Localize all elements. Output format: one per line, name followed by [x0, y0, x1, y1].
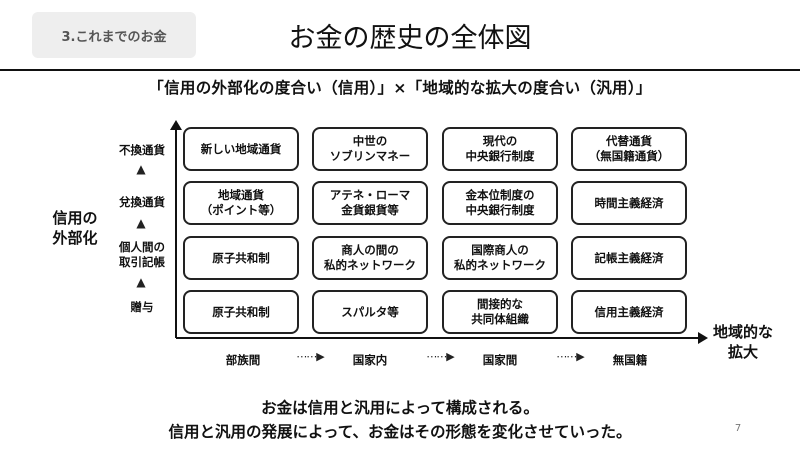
x-tick-international: 国家間 [482, 353, 518, 367]
grid-cell: 金本位制度の 中央銀行制度 [442, 181, 558, 225]
vertical-arrow-icon: ▲ [136, 275, 146, 289]
grid-cell: 間接的な 共同体組織 [442, 290, 558, 334]
summary-line-2: 信用と汎用の発展によって、お金はその形態を変化させていった。 [168, 423, 632, 441]
x-axis-label: 地域的な 拡大 [698, 322, 788, 362]
y-tick-ledger: 個人間の 取引記帳 [119, 240, 165, 269]
page-title: お金の歴史の全体図 [288, 22, 532, 54]
slide-subtitle: 「信用の外部化の度合い（信用）」×「地域的な拡大の度合い（汎用）」 [148, 79, 652, 97]
dotted-arrow-icon: ⋯⋯▶ [426, 350, 454, 363]
y-tick-convertible: 兌換通貨 [119, 195, 165, 209]
x-axis-label-line2: 拡大 [727, 343, 758, 361]
y-axis-label: 信用の 外部化 [40, 208, 110, 248]
y-axis-label-line1: 信用の [52, 209, 98, 227]
dotted-arrow-icon: ⋯⋯▶ [296, 350, 324, 363]
grid-cell: 国際商人の 私的ネットワーク [442, 236, 558, 280]
x-tick-stateless: 無国籍 [612, 353, 648, 367]
y-axis-arrowhead [170, 120, 182, 130]
y-tick-fiat: 不換通貨 [119, 143, 165, 157]
grid-cell: 時間主義経済 [571, 181, 687, 225]
grid-cell: 地域通貨 （ポイント等） [183, 181, 299, 225]
x-axis-arrowhead [698, 332, 708, 344]
grid-cell: 代替通貨 （無国籍通貨） [571, 127, 687, 171]
grid-cell: スパルタ等 [312, 290, 428, 334]
grid-cell: アテネ・ローマ 金貨銀貨等 [312, 181, 428, 225]
grid-cell: 商人の間の 私的ネットワーク [312, 236, 428, 280]
grid-cell: 原子共和制 [183, 290, 299, 334]
y-axis-label-line2: 外部化 [52, 229, 98, 247]
section-tag: 3.これまでのお金 [32, 12, 196, 58]
x-axis-label-line1: 地域的な [712, 323, 773, 341]
summary-line-1: お金は信用と汎用によって構成される。 [261, 399, 539, 417]
vertical-arrow-icon: ▲ [136, 216, 146, 230]
vertical-arrow-icon: ▲ [136, 162, 146, 176]
grid-cell: 原子共和制 [183, 236, 299, 280]
page-number: 7 [734, 423, 742, 434]
y-tick-gift: 贈与 [130, 300, 154, 314]
x-tick-domestic: 国家内 [352, 353, 388, 367]
grid-cell: 新しい地域通貨 [183, 127, 299, 171]
x-tick-tribal: 部族間 [225, 353, 261, 367]
grid-cell: 中世の ソブリンマネー [312, 127, 428, 171]
grid-cell: 記帳主義経済 [571, 236, 687, 280]
grid-cell: 信用主義経済 [571, 290, 687, 334]
dotted-arrow-icon: ⋯⋯▶ [556, 350, 584, 363]
grid-cell: 現代の 中央銀行制度 [442, 127, 558, 171]
title-divider [0, 69, 800, 71]
